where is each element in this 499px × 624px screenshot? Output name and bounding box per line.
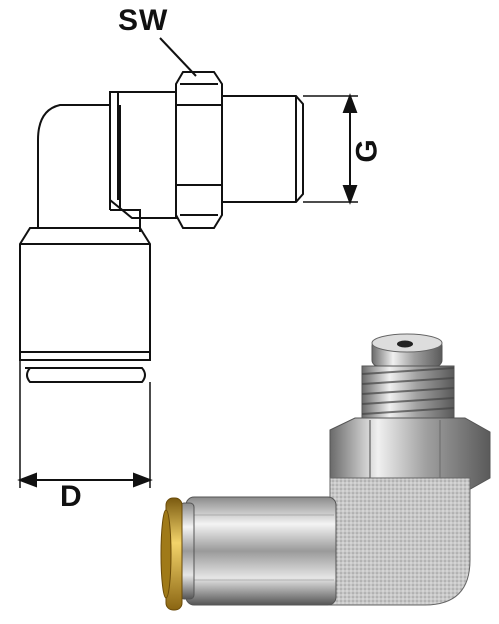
hex-nut [175, 71, 223, 229]
dimension-arrows [17, 93, 358, 488]
fitting-photo [160, 333, 491, 611]
thread [222, 95, 304, 203]
g-dimension-label: G [350, 139, 384, 163]
d-dimension-label: D [60, 480, 82, 513]
elbow-body [37, 104, 110, 228]
technical-drawing [19, 37, 358, 488]
sw-dimension-label: SW [118, 4, 169, 37]
body-collar [109, 91, 177, 219]
sleeve [19, 227, 151, 353]
collet-ring [19, 352, 151, 361]
